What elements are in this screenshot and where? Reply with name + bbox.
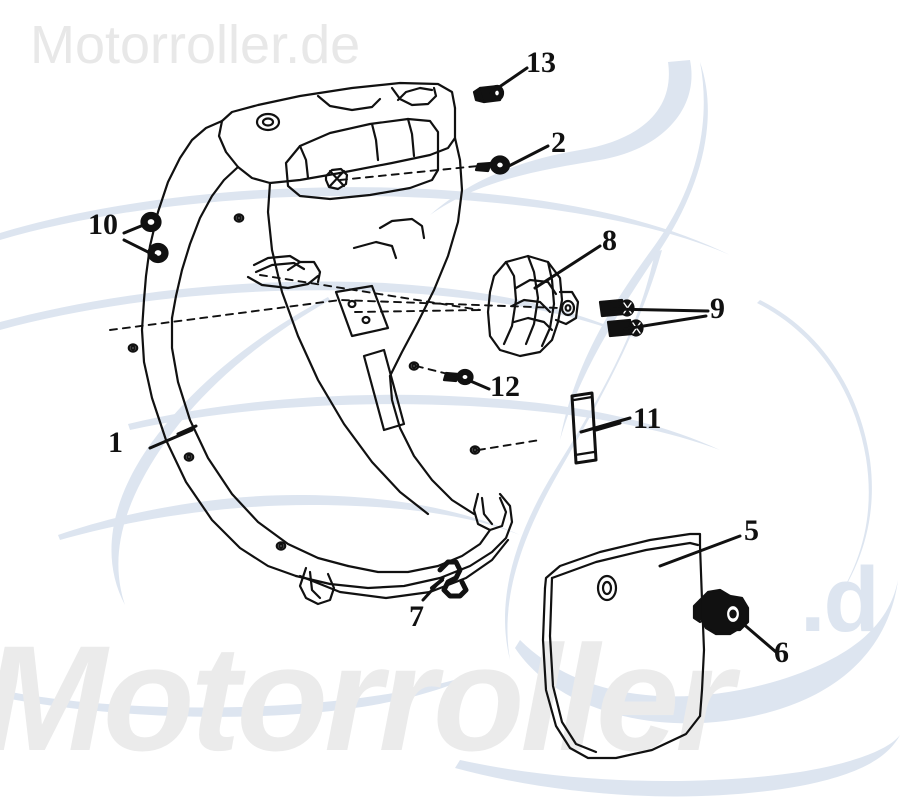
watermark-bottom-text: Motorroller <box>0 614 734 782</box>
leader-13 <box>490 66 529 94</box>
callout-2[interactable]: 2 <box>551 126 566 159</box>
callout-leader-lines <box>122 66 778 654</box>
leader-8 <box>533 244 602 290</box>
leader-1 <box>148 428 194 450</box>
leader-9a <box>610 307 710 313</box>
callout-1[interactable]: 1 <box>108 426 123 459</box>
part-6-lock-cylinder <box>692 588 750 636</box>
part-11-rubber-strip <box>570 391 598 465</box>
leader-11-tick <box>594 421 622 432</box>
callout-8[interactable]: 8 <box>602 224 617 257</box>
callout-6[interactable]: 6 <box>774 636 789 669</box>
leader-12 <box>466 378 491 391</box>
callout-10[interactable]: 10 <box>88 208 118 241</box>
part-5-inspection-cover-panel <box>541 532 706 760</box>
callout-9[interactable]: 9 <box>710 292 725 325</box>
callout-13[interactable]: 13 <box>526 46 556 79</box>
leader-6 <box>739 620 778 654</box>
leader-11 <box>579 416 632 434</box>
leader-10b <box>122 238 158 258</box>
part-1-leg-shield-main-body <box>127 81 514 606</box>
part-10-rubber-grommets <box>140 211 169 264</box>
callout-11[interactable]: 11 <box>633 402 662 435</box>
watermark-top-text: Motorroller.de <box>30 15 361 75</box>
assembly-centerlines <box>109 165 561 451</box>
part-9-bracket-screws <box>598 298 644 338</box>
leader-9b <box>623 314 708 331</box>
watermark-right-text: .d <box>800 549 880 651</box>
callout-7[interactable]: 7 <box>409 600 424 633</box>
callout-12[interactable]: 12 <box>490 370 520 403</box>
part-13-screw-top <box>472 84 505 104</box>
part-2-screw-upper <box>474 155 511 175</box>
part-8-lock-bracket <box>486 254 580 358</box>
leader-5 <box>658 534 742 568</box>
leader-7 <box>421 576 445 602</box>
leader-10a <box>122 222 148 235</box>
part-12-screw-lower <box>442 368 474 386</box>
leader-2 <box>503 144 550 170</box>
leader-1-tick <box>176 424 198 436</box>
callout-5[interactable]: 5 <box>744 514 759 547</box>
